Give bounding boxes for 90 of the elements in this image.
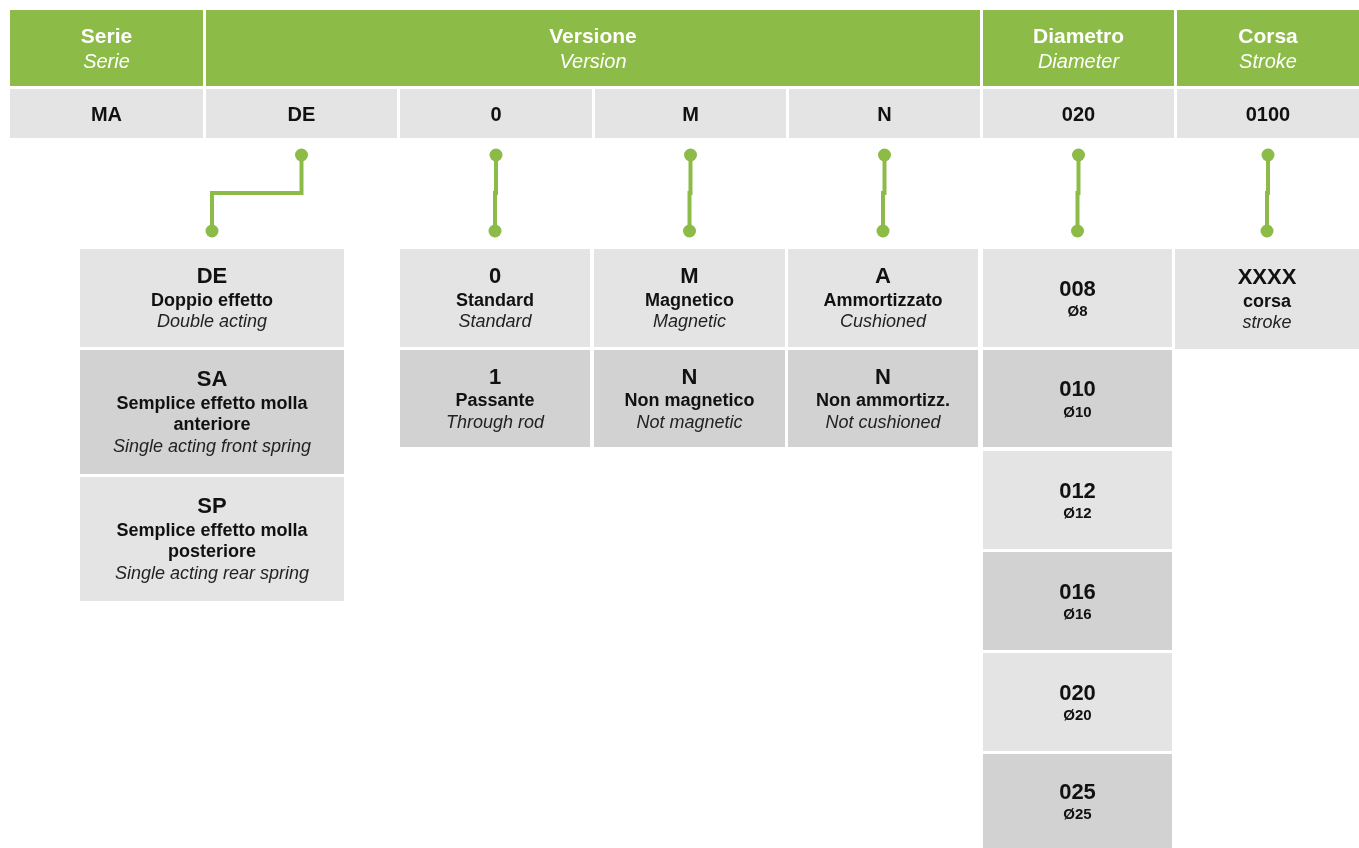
option-label: corsa bbox=[1242, 290, 1291, 313]
option-cell bbox=[788, 249, 978, 347]
option-code: 010 bbox=[1059, 376, 1096, 403]
option-cell bbox=[983, 653, 1172, 751]
diameter-label: Ø20 bbox=[1063, 706, 1092, 725]
option-code: XXXX bbox=[1237, 264, 1297, 291]
header-translation: Serie bbox=[83, 48, 130, 73]
option-label: Magnetico bbox=[645, 289, 734, 312]
option-code: N bbox=[875, 363, 891, 391]
header-text: Diametro bbox=[1033, 23, 1124, 49]
header-cell bbox=[206, 10, 980, 86]
option-translation: Not magnetic bbox=[636, 411, 743, 434]
option-code: 012 bbox=[1059, 477, 1096, 505]
option-code: M bbox=[680, 263, 699, 290]
option-translation: Cushioned bbox=[839, 311, 927, 333]
diameter-label: Ø8 bbox=[1067, 302, 1088, 321]
option-label: Semplice effetto molla posteriore bbox=[115, 519, 309, 563]
option-label: Passante bbox=[455, 390, 535, 412]
code-text: N bbox=[877, 101, 892, 126]
option-translation: Through rod bbox=[445, 411, 545, 434]
option-cell bbox=[400, 249, 590, 347]
code-text: DE bbox=[287, 101, 316, 126]
option-cell bbox=[983, 451, 1172, 549]
option-cell bbox=[983, 350, 1172, 447]
option-label: Doppio effetto bbox=[151, 289, 273, 312]
connector-line bbox=[488, 148, 503, 238]
header-translation: Diameter bbox=[1037, 48, 1120, 73]
option-cell bbox=[1175, 249, 1359, 349]
diameter-label: Ø25 bbox=[1063, 805, 1092, 824]
code-cell bbox=[206, 89, 397, 138]
option-label: Non ammortizz. bbox=[816, 390, 950, 412]
option-cell bbox=[788, 350, 978, 447]
option-label: Non magnetico bbox=[624, 390, 755, 412]
code-cell bbox=[595, 89, 786, 138]
option-code: N bbox=[681, 363, 698, 391]
option-cell bbox=[80, 350, 344, 474]
option-code: 020 bbox=[1059, 679, 1096, 707]
option-translation: Magnetic bbox=[652, 311, 726, 333]
option-code: A bbox=[875, 263, 891, 290]
option-translation: stroke bbox=[1242, 312, 1292, 334]
header-cell bbox=[10, 10, 203, 86]
option-code: SA bbox=[196, 366, 228, 393]
diameter-label: Ø10 bbox=[1063, 402, 1092, 421]
option-cell bbox=[983, 552, 1172, 650]
connector-line bbox=[1071, 148, 1085, 238]
code-cell bbox=[1177, 89, 1359, 138]
option-translation: Single acting front spring bbox=[112, 436, 312, 458]
code-text: MA bbox=[90, 101, 123, 126]
code-cell bbox=[983, 89, 1174, 138]
option-code: SP bbox=[197, 493, 227, 520]
option-code: 0 bbox=[488, 263, 502, 290]
option-code: 1 bbox=[488, 363, 502, 391]
option-translation: Double acting bbox=[156, 311, 268, 333]
option-translation: Standard bbox=[458, 311, 532, 333]
option-code: 008 bbox=[1059, 275, 1096, 303]
code-text: 0 bbox=[490, 101, 502, 126]
option-label: Semplice effetto molla anteriore bbox=[115, 392, 309, 436]
option-label: Ammortizzato bbox=[823, 289, 943, 312]
option-cell bbox=[594, 249, 785, 347]
connector-line bbox=[876, 148, 891, 238]
option-translation: Single acting rear spring bbox=[114, 563, 310, 585]
code-text: 020 bbox=[1061, 101, 1096, 126]
header-translation: Stroke bbox=[1239, 48, 1297, 73]
code-cell bbox=[400, 89, 592, 138]
header-text: Serie bbox=[80, 23, 133, 49]
code-cell bbox=[789, 89, 980, 138]
option-cell bbox=[400, 350, 590, 447]
option-code: DE bbox=[196, 263, 228, 290]
option-code: 025 bbox=[1059, 778, 1096, 806]
header-translation: Version bbox=[559, 48, 627, 73]
header-cell bbox=[1177, 10, 1359, 86]
connector-line bbox=[205, 148, 308, 238]
connector-line bbox=[683, 148, 697, 238]
header-text: Corsa bbox=[1238, 23, 1298, 49]
connector-line bbox=[1260, 148, 1275, 238]
option-cell bbox=[594, 350, 785, 447]
header-text: Versione bbox=[549, 23, 637, 49]
option-translation: Not cushioned bbox=[825, 411, 941, 434]
option-cell bbox=[80, 477, 344, 601]
option-cell bbox=[983, 754, 1172, 848]
option-cell bbox=[80, 249, 344, 347]
code-text: M bbox=[682, 101, 699, 126]
option-label: Standard bbox=[456, 289, 534, 312]
option-cell bbox=[983, 249, 1172, 347]
code-text: 0100 bbox=[1245, 101, 1291, 126]
header-cell bbox=[983, 10, 1174, 86]
code-cell bbox=[10, 89, 203, 138]
diameter-label: Ø16 bbox=[1063, 605, 1092, 624]
option-code: 016 bbox=[1059, 578, 1096, 606]
diameter-label: Ø12 bbox=[1063, 504, 1092, 523]
